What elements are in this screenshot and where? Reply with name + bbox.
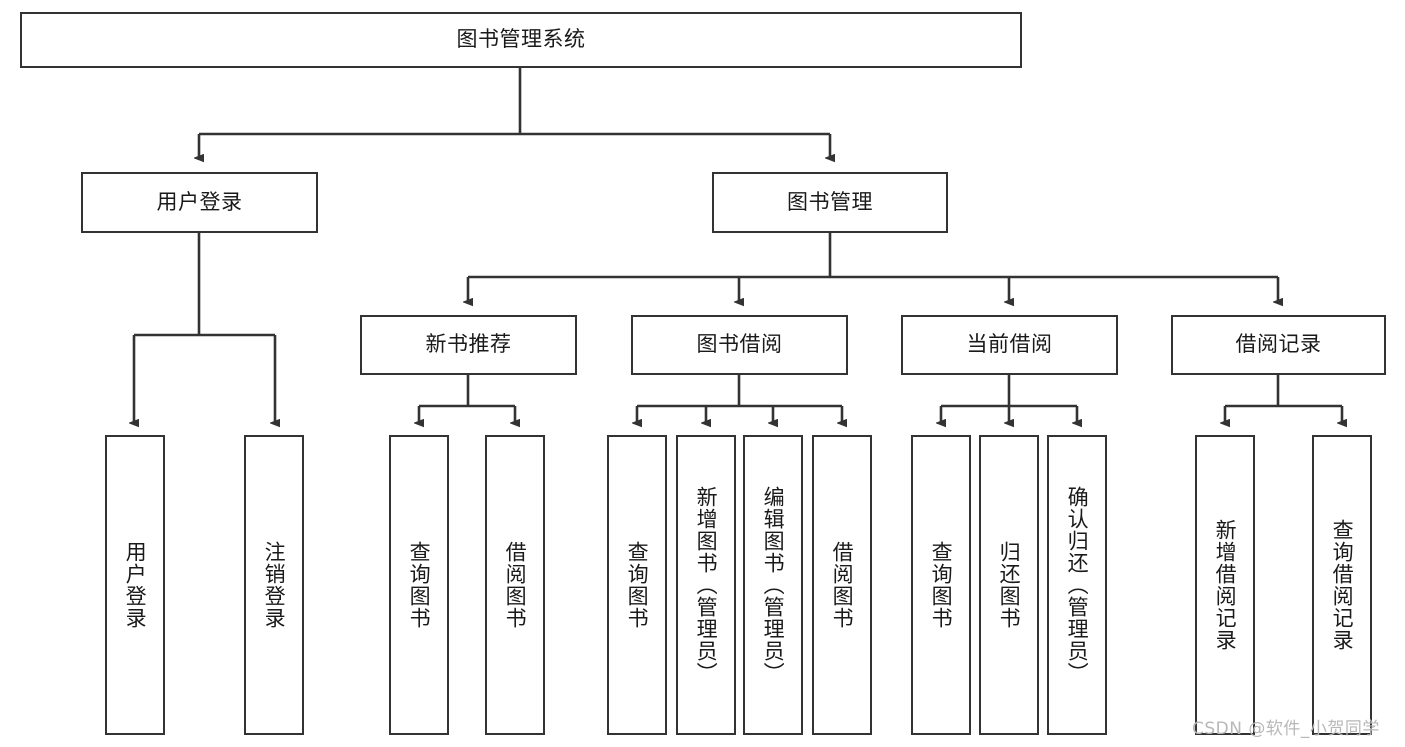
node-label: 图书管理 [787, 189, 873, 214]
leaf-query-book-1[interactable]: 查询图书 [389, 435, 449, 735]
node-label: 新书推荐 [425, 332, 512, 357]
leaf-query-record[interactable]: 查询借阅记录 [1312, 435, 1372, 735]
node-book-manage[interactable]: 图书管理 [712, 172, 948, 233]
node-label: 注销登录 [262, 541, 287, 629]
node-label: 新增图书（管理员） [694, 486, 719, 684]
node-new-book-recommend[interactable]: 新书推荐 [360, 315, 577, 375]
node-label: 用户登录 [156, 189, 243, 214]
node-label: 查询图书 [407, 541, 432, 629]
csdn-watermark: CSDN @软件_小贺同学 [1192, 719, 1380, 739]
leaf-query-book-2[interactable]: 查询图书 [607, 435, 667, 735]
node-label: 查询借阅记录 [1330, 519, 1355, 651]
leaf-add-book[interactable]: 新增图书（管理员） [676, 435, 736, 735]
leaf-confirm-return[interactable]: 确认归还（管理员） [1047, 435, 1107, 735]
leaf-add-record[interactable]: 新增借阅记录 [1195, 435, 1255, 735]
node-book-borrow[interactable]: 图书借阅 [631, 315, 848, 375]
node-label: 借阅图书 [503, 541, 528, 629]
node-label: 查询图书 [929, 541, 954, 629]
node-label: 用户登录 [123, 541, 148, 629]
leaf-return-book[interactable]: 归还图书 [979, 435, 1039, 735]
node-label: 归还图书 [997, 541, 1022, 629]
node-label: 图书管理系统 [456, 27, 586, 52]
node-root-book-management-system[interactable]: 图书管理系统 [20, 12, 1022, 68]
node-borrow-record[interactable]: 借阅记录 [1171, 315, 1386, 375]
node-label: 查询图书 [625, 541, 650, 629]
node-label: 借阅记录 [1235, 332, 1322, 357]
leaf-borrow-book-1[interactable]: 借阅图书 [485, 435, 545, 735]
leaf-borrow-book-2[interactable]: 借阅图书 [812, 435, 872, 735]
node-label: 确认归还（管理员） [1065, 486, 1090, 684]
node-label: 编辑图书（管理员） [761, 486, 786, 684]
node-label: 当前借阅 [966, 332, 1053, 357]
leaf-edit-book[interactable]: 编辑图书（管理员） [743, 435, 803, 735]
node-label: 借阅图书 [830, 541, 855, 629]
node-user-login[interactable]: 用户登录 [81, 172, 318, 233]
leaf-user-logout[interactable]: 注销登录 [244, 435, 304, 735]
leaf-query-book-3[interactable]: 查询图书 [911, 435, 971, 735]
leaf-user-login[interactable]: 用户登录 [105, 435, 165, 735]
node-label: 新增借阅记录 [1213, 519, 1238, 651]
node-current-borrow[interactable]: 当前借阅 [901, 315, 1118, 375]
node-label: 图书借阅 [696, 332, 783, 357]
